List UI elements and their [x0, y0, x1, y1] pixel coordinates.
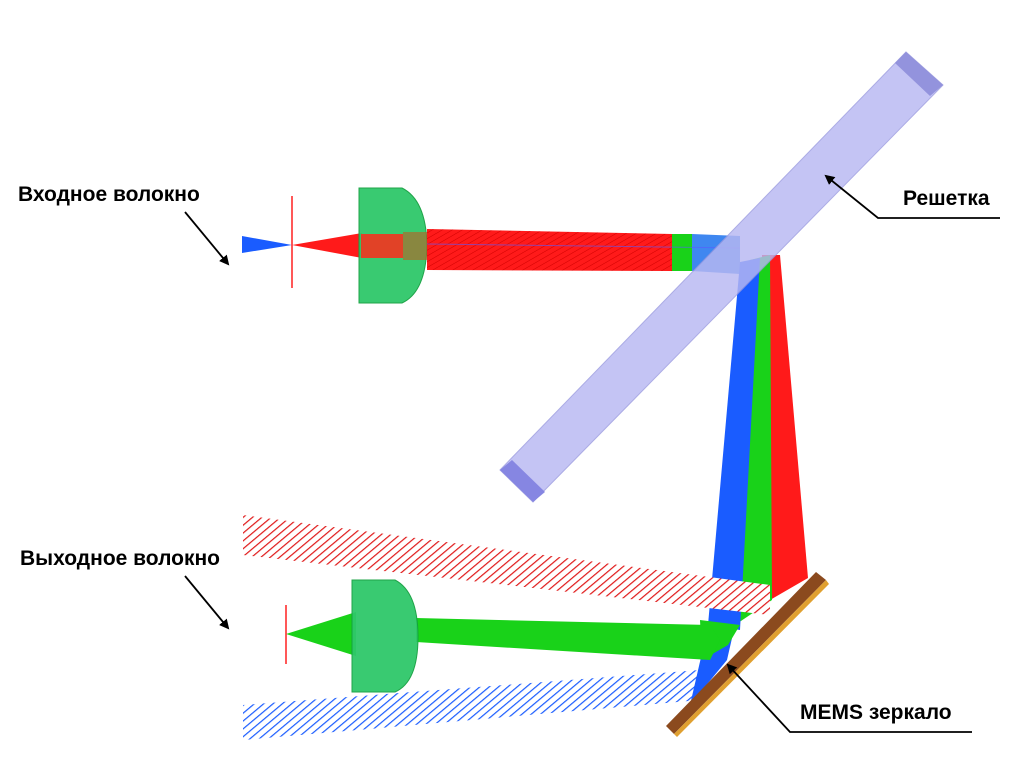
output-fiber-label: Выходное волокно — [20, 547, 221, 570]
grating-callout — [824, 174, 1000, 219]
collimated-green-segment — [672, 234, 692, 271]
output-red-hatched-beam — [243, 515, 770, 615]
beam-axis — [426, 243, 741, 249]
input-fiber-assembly — [242, 196, 362, 288]
dispersed-blue-beam — [708, 258, 760, 630]
grating-body — [499, 51, 944, 503]
mems-mirror — [666, 572, 829, 737]
input-red-cone — [292, 233, 362, 258]
mems-mirror-label: MEMS зеркало — [800, 701, 952, 724]
mems-callout — [726, 663, 972, 733]
grating-bottom-face — [500, 460, 545, 502]
mems-mirror-edge — [674, 580, 829, 737]
collimated-red-beam — [427, 229, 672, 271]
input-blue-cone — [242, 236, 292, 253]
output-blue-hatched-beam — [243, 670, 700, 740]
input-lens-inner — [403, 232, 427, 260]
diffraction-grating — [499, 51, 944, 503]
callouts — [184, 174, 1000, 733]
output-green-beam — [416, 618, 720, 660]
input-fiber-callout — [184, 211, 230, 266]
grating-label: Решетка — [903, 187, 990, 210]
input-lens-core — [361, 234, 403, 258]
input-fiber-label: Входное волокно — [18, 183, 200, 206]
output-fiber-callout — [184, 575, 230, 630]
mems-mirror-body — [666, 572, 826, 734]
output-green-cone — [286, 612, 356, 656]
dispersed-red-beam — [762, 255, 808, 600]
output-collimator-lens — [351, 579, 419, 693]
grating-top-face — [895, 52, 943, 96]
dispersed-beams — [708, 255, 808, 630]
